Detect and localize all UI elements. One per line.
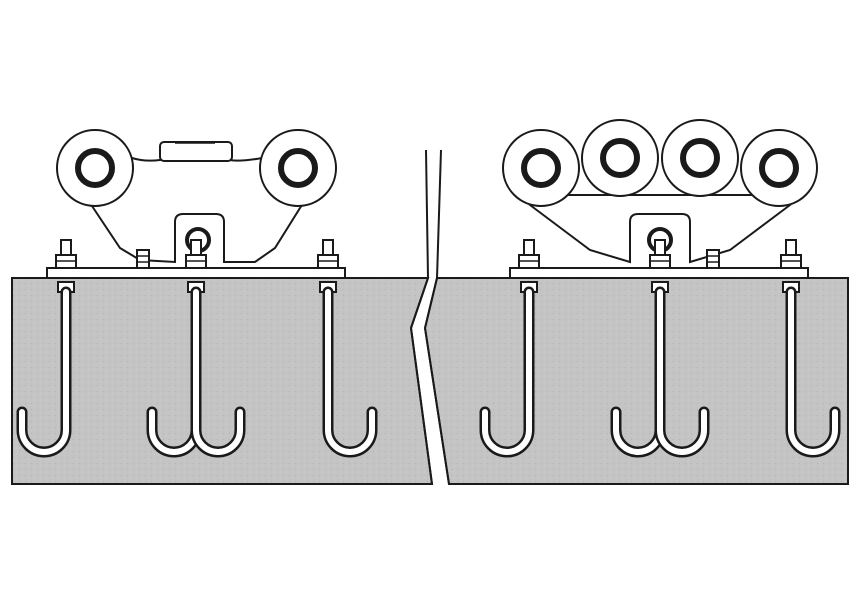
- right-wheel-1: [502, 129, 580, 207]
- right-spring-bolt: [706, 249, 720, 269]
- right-anchor-2b-hook: [657, 289, 707, 455]
- right-wheel-3: [661, 119, 739, 197]
- stud-3-stud: [322, 239, 334, 257]
- break-line-left: [409, 149, 433, 485]
- anchor-bolts: [16, 239, 841, 458]
- left-top-tab: [159, 141, 233, 162]
- right-anchor-3-hook: [788, 289, 838, 455]
- left-carriage-body: [86, 156, 307, 264]
- left-wheel-2: [259, 129, 337, 207]
- right-wheel-4: [740, 129, 818, 207]
- right-base-plate: [509, 267, 809, 279]
- stud-5-stud: [654, 239, 666, 257]
- left-wheel-1: [56, 129, 134, 207]
- right-wheel-2: [581, 119, 659, 197]
- left-anchor-2b-hook: [193, 289, 243, 455]
- stud-4-stud: [523, 239, 535, 257]
- right-carriage-body: [528, 194, 792, 264]
- stud-1-stud: [60, 239, 72, 257]
- left-base-plate: [46, 267, 346, 279]
- left-anchor-1-hook: [19, 289, 69, 455]
- left-spring-bolt: [136, 249, 150, 269]
- stud-2-stud: [190, 239, 202, 257]
- left-anchor-3-hook: [325, 289, 375, 455]
- right-anchor-1-hook: [482, 289, 532, 455]
- stud-6-stud: [785, 239, 797, 257]
- break-line-right: [423, 149, 450, 485]
- right-assembly: [502, 119, 818, 279]
